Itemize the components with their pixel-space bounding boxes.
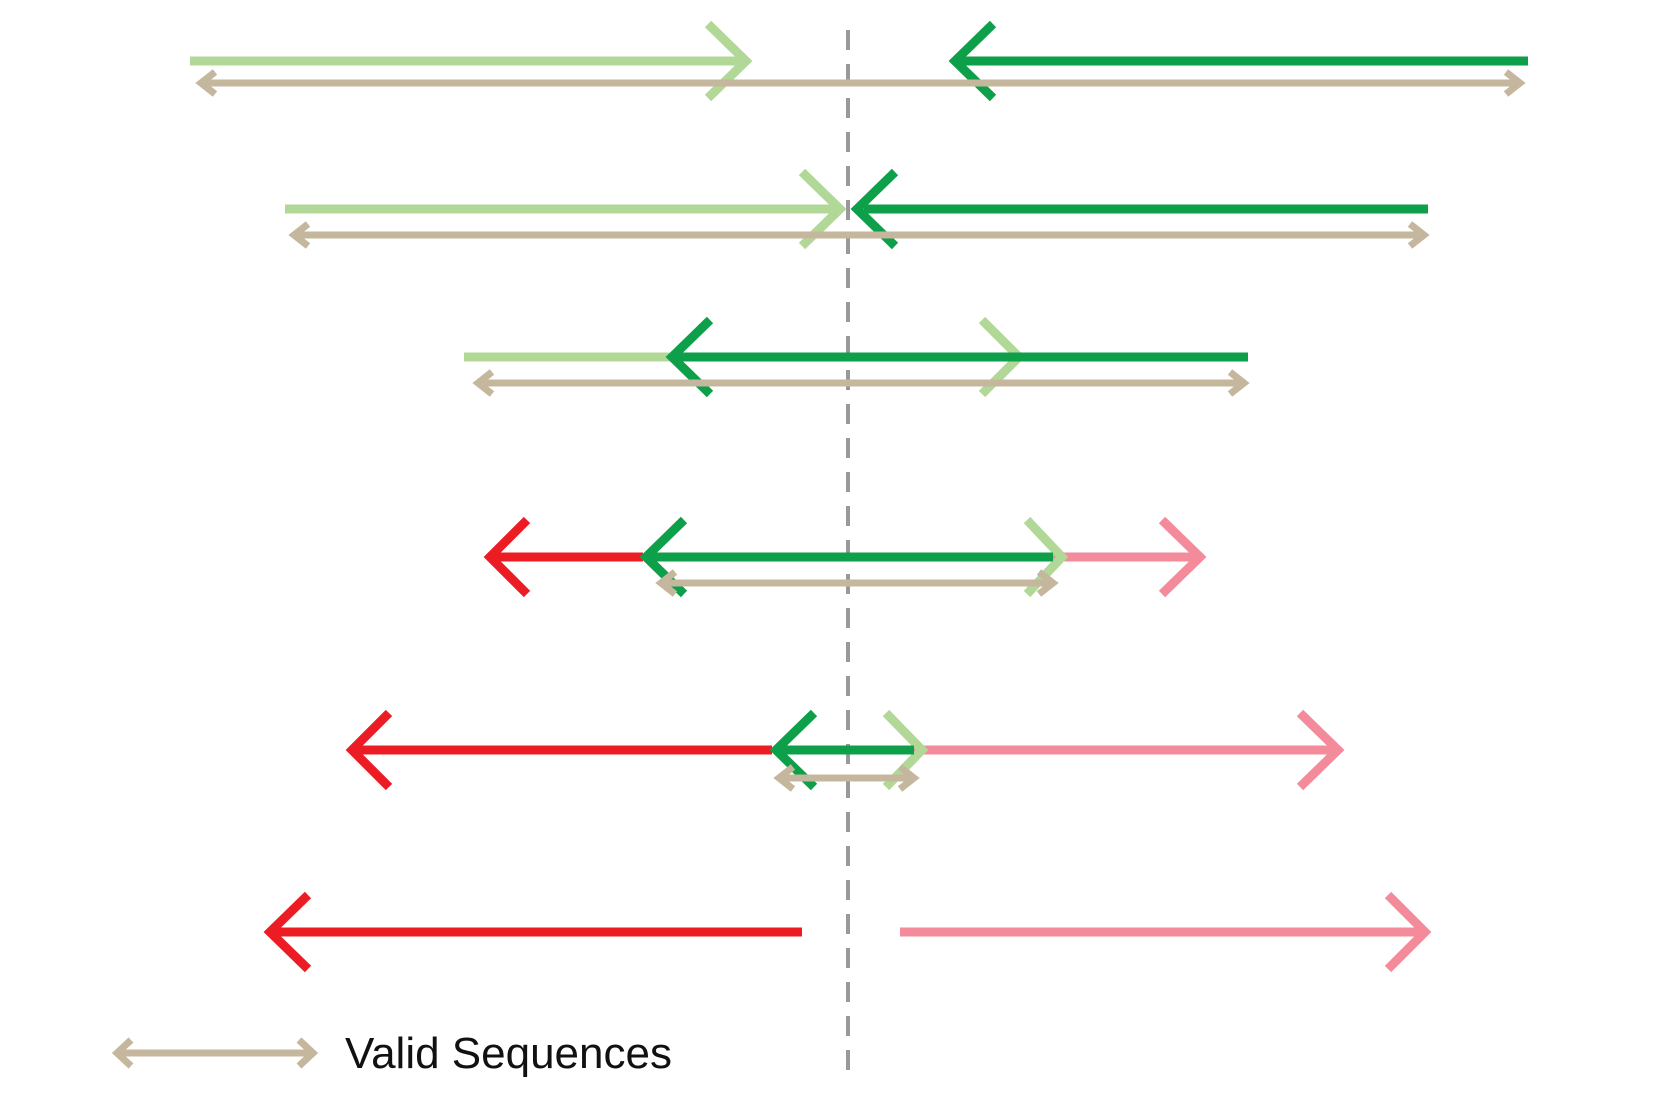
reverse-read-arrow <box>263 891 802 973</box>
legend: Valid Sequences <box>111 1029 672 1078</box>
row-5 <box>345 709 1345 792</box>
valid-sequence-arrow <box>472 369 1250 397</box>
forward-read-arrow <box>190 20 753 102</box>
legend-label: Valid Sequences <box>345 1029 672 1078</box>
row-6 <box>263 891 1432 973</box>
reverse-read-overhang-arrow <box>345 709 772 791</box>
reverse-read-overhang-arrow <box>483 516 643 598</box>
reverse-read-arrow <box>948 20 1528 102</box>
valid-sequence-arrow <box>195 69 1526 97</box>
row-3 <box>464 316 1250 398</box>
row-1 <box>190 20 1528 102</box>
forward-read-overhang-arrow <box>912 709 1345 791</box>
valid-sequence-arrow <box>655 569 1059 597</box>
valid-sequence-arrow <box>773 764 920 792</box>
double-headed-arrow-icon <box>111 1037 319 1069</box>
valid-sequence-arrow <box>288 221 1430 249</box>
row-4 <box>483 516 1207 598</box>
forward-read-overhang-arrow <box>1053 516 1207 598</box>
row-2 <box>285 168 1430 250</box>
forward-read-arrow <box>900 891 1432 973</box>
